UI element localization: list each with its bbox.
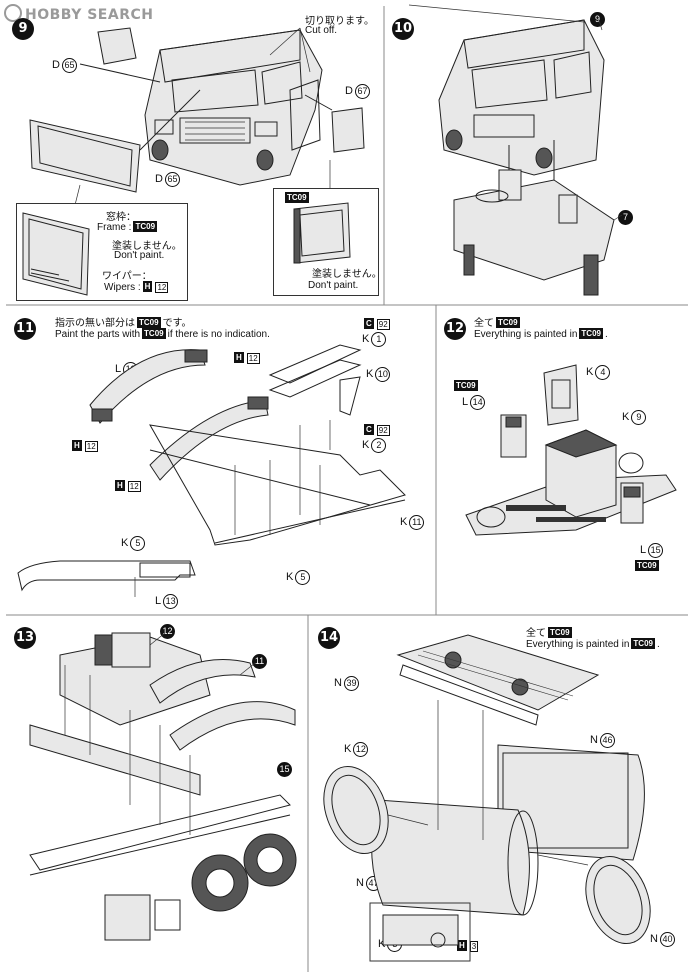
hobby-search-logo-icon — [4, 4, 22, 22]
frame-detail-drawing — [22, 212, 90, 296]
step-9-cab-drawing — [29, 27, 365, 206]
window-detail-drawing — [293, 202, 351, 264]
part-badge-15: 15 — [275, 762, 292, 777]
step-11-badge: 11 — [14, 318, 36, 340]
step-10-drawing — [408, 4, 623, 296]
part-badge-9: 9 — [588, 12, 605, 27]
cut-off-jp-label: 切り取ります。 — [305, 16, 374, 27]
frame-callout-box — [16, 203, 188, 301]
step-9-badge: 9 — [12, 18, 34, 40]
frame-jp-label: 窓枠： — [106, 212, 136, 223]
step-10-badge: 10 — [392, 18, 414, 40]
step-12-drawing — [465, 364, 677, 536]
window-dont-paint-en: Don't paint. — [308, 280, 359, 291]
window-paint-code: TC09 — [285, 192, 309, 203]
paint-code-tc09-top: TC09 — [454, 380, 478, 391]
part-badge-11: 11 — [250, 654, 267, 669]
part-badge-12: 12 — [158, 624, 175, 639]
step-11-chassis-drawing — [17, 344, 406, 597]
window-dont-paint-jp: 塗装しません。 — [312, 269, 382, 280]
step-14-tank-drawing — [323, 634, 651, 962]
step-13-badge: 13 — [14, 627, 36, 649]
cut-off-en-label: Cut off. — [305, 25, 338, 36]
frame-dont-paint-en: Don't paint. — [114, 250, 165, 261]
wiper-jp-label: ワイパー： — [102, 271, 152, 282]
hobby-search-watermark: HOBBY SEARCH — [4, 4, 153, 23]
frame-dont-paint-jp: 塗装しません。 — [112, 241, 182, 252]
step-13-drawing — [29, 632, 297, 941]
window-callout-box — [273, 188, 379, 296]
frame-en-label: Frame :TC09 — [97, 221, 158, 233]
paint-code-tc09: TC09 — [133, 221, 158, 232]
paint-code-tc09-bottom: TC09 — [635, 560, 659, 571]
step-12-badge: 12 — [444, 318, 466, 340]
step-14-badge: 14 — [318, 627, 340, 649]
